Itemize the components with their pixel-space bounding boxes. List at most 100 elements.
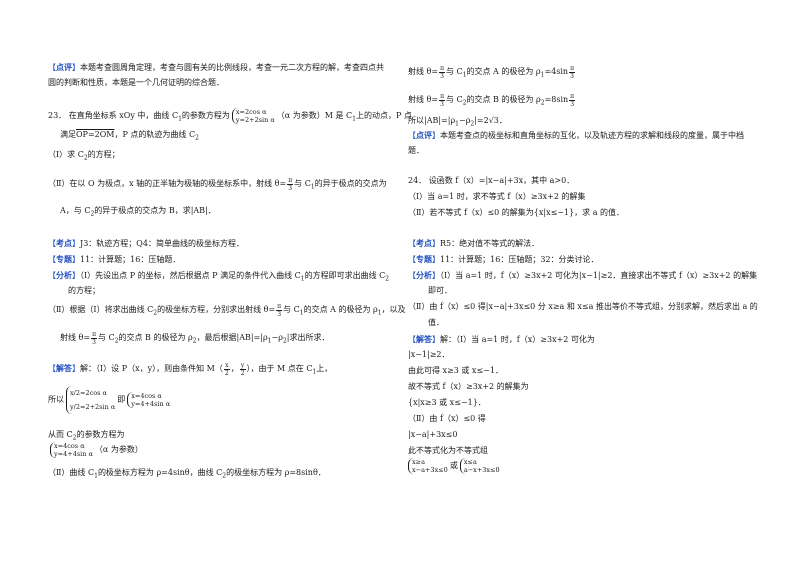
jieda-text: {x|x≥3 或 x≤−1}． bbox=[408, 398, 486, 407]
sub: 2 bbox=[83, 154, 88, 162]
right-jieda-5: {x|x≥3 或 x≤−1}． bbox=[408, 398, 486, 408]
frac-den: 3 bbox=[277, 310, 282, 318]
sub: 2 bbox=[470, 120, 475, 128]
fenxi-text: 的交点 B 的极径为 ρ bbox=[118, 333, 193, 342]
jieda-tag: 解答 bbox=[56, 363, 72, 373]
jieda-text: 解：（Ⅰ）设 P（x，y），则由条件知 M（ bbox=[80, 364, 223, 373]
sub: 1 bbox=[267, 337, 272, 345]
vector-expr: OP=2OM bbox=[76, 130, 115, 139]
right-jieda-4: 故不等式 f（x）≥3x+2 的解集为 bbox=[408, 382, 529, 392]
kaodian-text: J3：轨迹方程；Q4：简单曲线的极坐标方程． bbox=[80, 239, 244, 248]
frac-den: 3 bbox=[92, 338, 96, 346]
sub: 2 bbox=[222, 472, 227, 480]
jieda-text: （Ⅱ）由 f（x）≤0 得 bbox=[408, 414, 486, 423]
fenxi-text: 与 C bbox=[283, 305, 300, 314]
fenxi-line-1: 【分析】（Ⅰ）先设出点 P 的坐标，然后根据点 P 满足的条件代入曲线 C1的方… bbox=[48, 270, 390, 283]
right-fenxi-1: 【分析】（Ⅰ）当 a=1 时，f（x）≥3x+2 可化为|x−1|≥2．直接求出… bbox=[408, 270, 758, 280]
fenxi-text: 的交点 A 的极径为 ρ bbox=[303, 305, 378, 314]
fenxi-text: （Ⅱ）由 f（x）≤0 得|x−a|+3x≤0 分 x≥a 和 x≤a 推出等价… bbox=[408, 302, 758, 311]
fenxi-text: 与 C bbox=[98, 333, 115, 342]
right-text: 射线 θ= bbox=[408, 95, 439, 104]
jieda-text: ），由于 M 点在 C bbox=[246, 364, 313, 373]
jieda-text: 上， bbox=[316, 364, 333, 373]
sub: 1 bbox=[540, 71, 545, 79]
sys-row: x=2cos α bbox=[235, 108, 267, 116]
frac-num: π bbox=[91, 330, 98, 339]
zhuanti-text: 11：计算题；16：压轴题；32：分类讨论． bbox=[440, 255, 599, 264]
right-text: 射线 θ= bbox=[408, 67, 439, 76]
sub: 1 bbox=[352, 115, 356, 123]
right-jieda-8: 此不等式化为不等式组 bbox=[408, 446, 488, 456]
frac-num: π bbox=[287, 176, 294, 185]
q23-part2-cont: A，与 C2的异于极点的交点为 B，求|AB|． bbox=[60, 206, 216, 220]
sub: 1 bbox=[462, 71, 467, 79]
q24-text: （Ⅱ）若不等式 f（x）≤0 的解集为{x|x≤−1}，求 a 的值． bbox=[408, 208, 625, 217]
sys-row: x−a+3x≤0 bbox=[412, 466, 448, 474]
q23-text: （Ⅱ）在以 O 为极点，x 轴的正半轴为极轴的极坐标系中，射线 θ= bbox=[48, 179, 287, 188]
fenxi-text: 的极坐标方程，分别求出射线 θ= bbox=[157, 305, 276, 314]
fenxi-line-2: 的方程； bbox=[68, 286, 100, 296]
right-text: |=2√3． bbox=[474, 116, 507, 125]
q24-line-1: 24． 设函数 f（x）=|x−a|+3x，其中 a>0． bbox=[408, 176, 574, 186]
review-text: 题． bbox=[408, 146, 424, 155]
jieda-line-3: 从而 C2的参数方程为 bbox=[48, 430, 125, 444]
frac-num: y bbox=[239, 361, 246, 370]
review-text-2: 圆的判断和性质，本题是一个几何证明的综合题． bbox=[48, 78, 224, 87]
review-line-2: 圆的判断和性质，本题是一个几何证明的综合题． bbox=[48, 78, 224, 88]
jieda-text: 所以 bbox=[48, 395, 64, 404]
jieda-tag: 解答 bbox=[416, 334, 432, 344]
frac-num: x bbox=[223, 361, 230, 370]
q23-text: 的异于极点的交点为 bbox=[314, 179, 387, 188]
sub: 2 bbox=[90, 210, 95, 218]
right-zhuanti: 【专题】11：计算题；16：压轴题；32：分类讨论． bbox=[408, 254, 599, 264]
frac-num: π bbox=[439, 64, 446, 73]
sub: 1 bbox=[377, 309, 382, 317]
sub: 2 bbox=[540, 99, 545, 107]
fenxi-text: 的方程即可求出曲线 C bbox=[304, 271, 386, 280]
sub: 2 bbox=[462, 99, 467, 107]
right-jieda-2: |x−1|≥2． bbox=[408, 350, 450, 360]
fenxi-text: 即可． bbox=[428, 286, 452, 295]
sys-row: y=2+2sin α bbox=[235, 116, 275, 124]
review-text: 本题考查点的极坐标和直角坐标的互化，以及轨迹方程的求解和线段的度量，属于中档 bbox=[440, 131, 744, 140]
fenxi-text: （Ⅱ）根据（Ⅰ）将求出曲线 C bbox=[48, 305, 154, 314]
frac-den: 3 bbox=[440, 72, 444, 80]
jieda-text: |x−1|≥2． bbox=[408, 350, 450, 359]
sys-row: y=4+4sin α bbox=[54, 450, 93, 458]
q23-text: （Ⅰ）求 C bbox=[48, 150, 84, 159]
jieda-text: 或 bbox=[449, 461, 458, 470]
jieda-text: 由此可得 x≥3 或 x≤−1． bbox=[408, 366, 503, 375]
frac-num: π bbox=[569, 92, 576, 101]
fenxi-text: 值． bbox=[428, 318, 444, 327]
jieda-text: 的参数方程为 bbox=[76, 430, 125, 439]
right-text: =8sin bbox=[544, 95, 569, 104]
zhuanti-line: 【专题】11：计算题；16：压轴题． bbox=[48, 254, 181, 264]
q23-text: 满足 bbox=[60, 130, 76, 139]
right-jieda-7: |x−a|+3x≤0 bbox=[408, 430, 457, 440]
sub: 2 bbox=[114, 337, 119, 345]
fenxi-text: （Ⅰ）当 a=1 时，f（x）≥3x+2 可化为|x−1|≥2．直接求出不等式 … bbox=[440, 271, 758, 280]
sub: 1 bbox=[299, 309, 304, 317]
right-review-1: 【点评】本题考查点的极坐标和直角坐标的互化，以及轨迹方程的求解和线段的度量，属于… bbox=[408, 130, 744, 140]
frac-den: 2 bbox=[240, 369, 245, 377]
fenxi-text: （Ⅰ）先设出点 P 的坐标，然后根据点 P 满足的条件代入曲线 C bbox=[80, 271, 301, 280]
right-text: 与 C bbox=[446, 67, 463, 76]
right-jieda-1: 【解答】解：（Ⅰ）当 a=1 时，f（x）≥3x+2 可化为 bbox=[408, 334, 595, 344]
